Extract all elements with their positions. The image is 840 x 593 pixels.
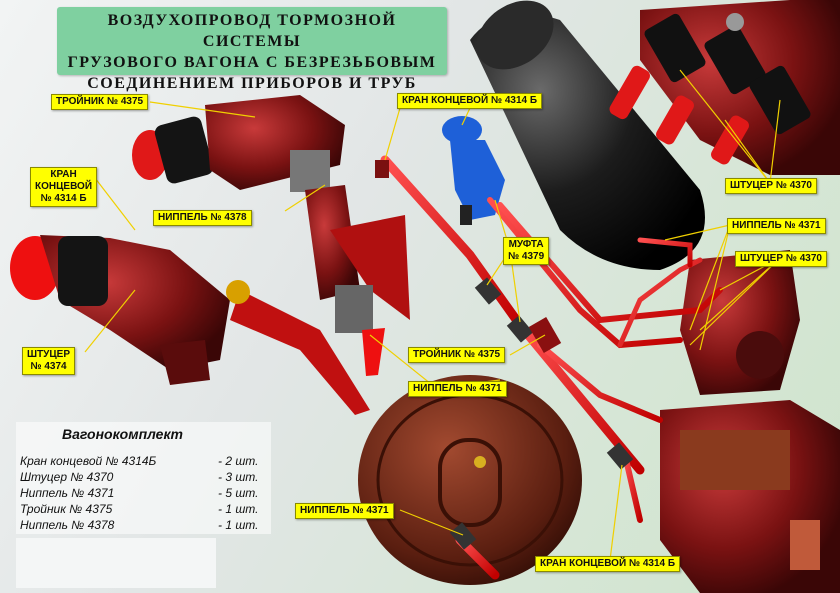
kit-row-name: Штуцер № 4370 [20, 470, 114, 484]
label-end-valve-top: КРАН КОНЦЕВОЙ № 4314 Б [397, 93, 543, 109]
kit-row: Ниппель № 4371 - 5 шт. [20, 486, 265, 500]
kit-title: Вагонокомплект [62, 426, 183, 442]
kit-row: Ниппель № 4378 - 1 шт. [20, 518, 265, 532]
brake-cylinder-body [660, 400, 840, 593]
blank-panel [16, 538, 216, 588]
page-title: ВОЗДУХОПРОВОД ТОРМОЗНОЙ СИСТЕМЫ ГРУЗОВОГ… [67, 12, 437, 92]
kit-row-qty: - 5 шт. [218, 486, 259, 500]
label-end-valve-bottom: КРАН КОНЦЕВОЙ № 4314 Б [535, 556, 681, 572]
nipple-4378-assembly [305, 185, 410, 376]
air-distributor-right [680, 250, 800, 395]
air-reservoir [470, 0, 705, 270]
leader-lines [84, 69, 781, 561]
distributor-top-right [609, 0, 840, 175]
kit-row-qty: - 1 шт. [218, 502, 259, 516]
pipe-fittings [375, 160, 634, 550]
label-fitting-4370-right: ШТУЦЕР № 4370 [735, 251, 827, 267]
kit-row-qty: - 1 шт. [218, 518, 259, 532]
kit-row-name: Кран концевой № 4314Б [20, 454, 157, 468]
title-banner: ВОЗДУХОПРОВОД ТОРМОЗНОЙ СИСТЕМЫ ГРУЗОВОГ… [57, 7, 447, 92]
label-nipple-4371-right: НИППЕЛЬ № 4371 [727, 218, 826, 234]
kit-row: Кран концевой № 4314Б - 2 шт. [20, 454, 265, 468]
kit-row-qty: - 2 шт. [218, 454, 259, 468]
label-nipple-4371-bottom: НИППЕЛЬ № 4371 [295, 503, 394, 519]
cover-plate [358, 375, 582, 585]
kit-row: Штуцер № 4370 - 3 шт. [20, 470, 265, 484]
tee-4375 [132, 95, 345, 192]
label-tee-4375-mid: ТРОЙНИК № 4375 [408, 347, 506, 363]
label-fitting-4370-top: ШТУЦЕР № 4370 [725, 178, 817, 194]
kit-row-qty: - 3 шт. [218, 470, 259, 484]
kit-row: Тройник № 4375 - 1 шт. [20, 502, 265, 516]
kit-row-name: Ниппель № 4378 [20, 518, 115, 532]
label-nipple-4371-mid: НИППЕЛЬ № 4371 [408, 381, 507, 397]
end-valve-left [10, 235, 370, 415]
label-coupling-4379: МУФТА № 4379 [503, 237, 550, 265]
kit-row-name: Тройник № 4375 [20, 502, 113, 516]
label-nipple-4378: НИППЕЛЬ № 4378 [153, 210, 252, 226]
label-fitting-4374: ШТУЦЕР № 4374 [22, 347, 76, 375]
kit-list: Вагонокомплект Кран концевой № 4314Б - 2… [16, 422, 271, 534]
label-tee-4375-top: ТРОЙНИК № 4375 [51, 94, 149, 110]
kit-row-name: Ниппель № 4371 [20, 486, 115, 500]
label-end-valve-left: КРАН КОНЦЕВОЙ № 4314 Б [30, 167, 98, 207]
